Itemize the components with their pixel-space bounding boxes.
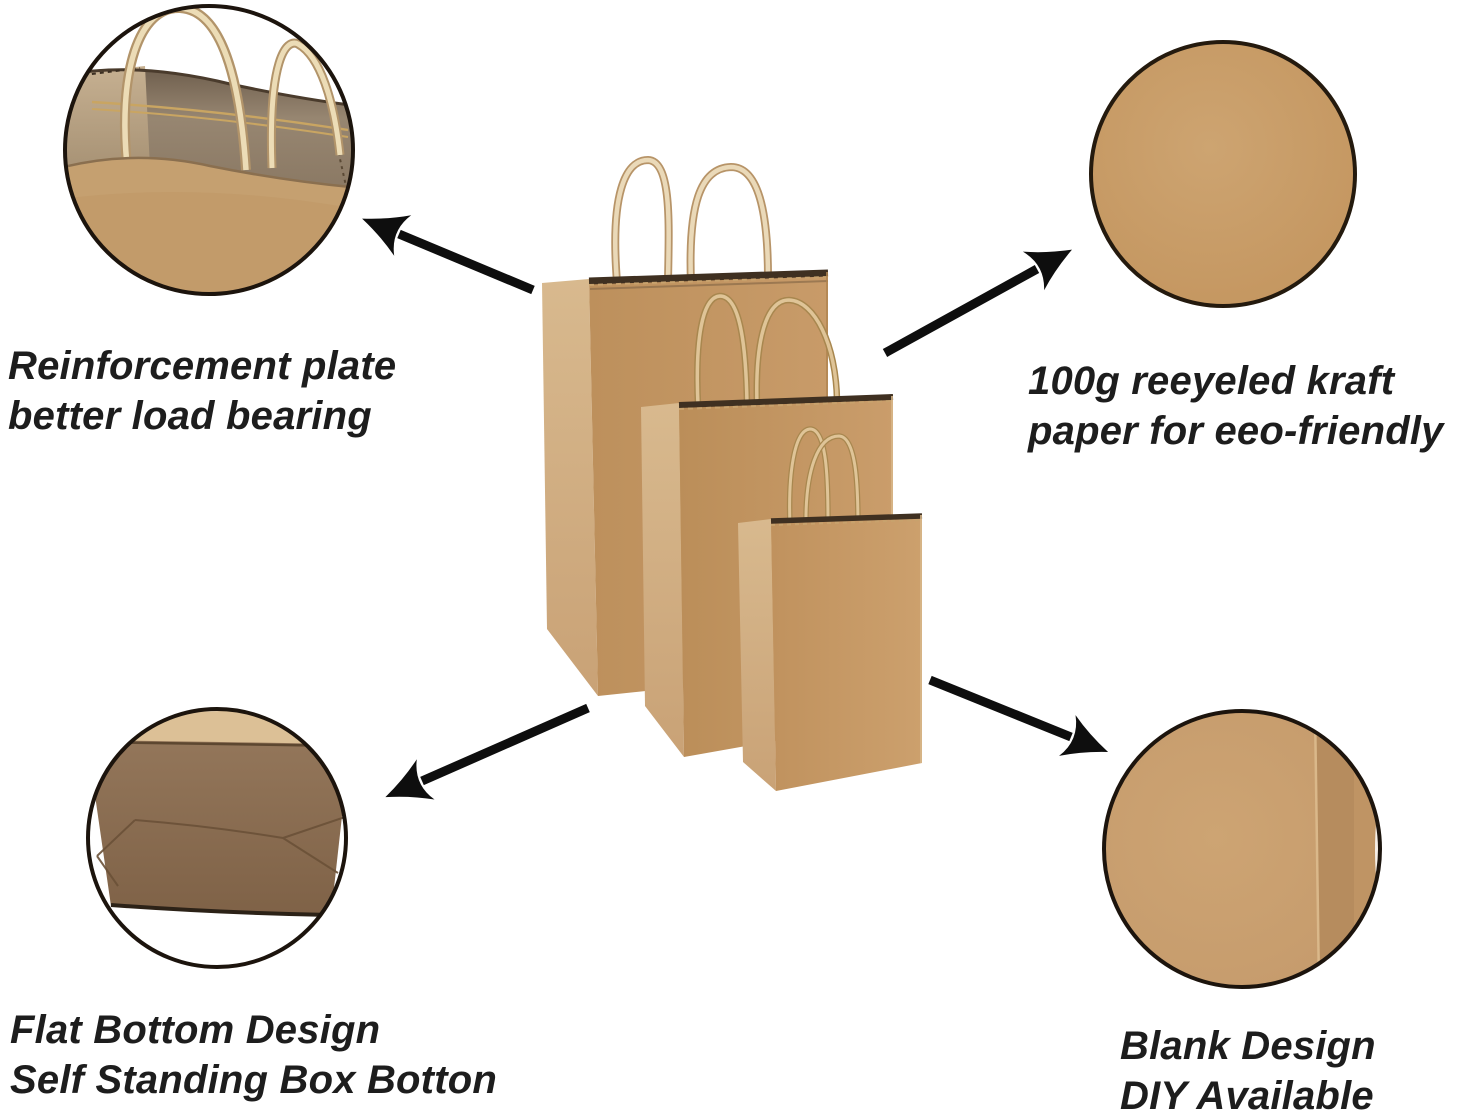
feature-line: Reinforcement plate (8, 344, 397, 388)
bag-large-side (542, 279, 598, 696)
arrow-to-blank-side-circle (928, 675, 1109, 756)
bag-small-side (738, 519, 776, 791)
callout-arrows (362, 215, 1109, 800)
fold-creases (96, 815, 346, 887)
feature-line: Self Standing Box Botton (10, 1058, 497, 1102)
bag-small-front (771, 514, 922, 791)
feature-line: DIY Available (1120, 1074, 1374, 1116)
circle-border (1089, 40, 1357, 308)
arrow-to-flat-bottom-circle (385, 703, 590, 800)
callout-circle-reinforcement-plate (63, 4, 355, 296)
feature-line: paper for eeo-friendly (1028, 409, 1444, 453)
callout-circle-kraft-paper (1089, 40, 1357, 308)
feature-line: 100g reeyeled kraft (1028, 359, 1395, 403)
bag-medium-side (641, 403, 684, 757)
feature-label-flat-bottom: Flat Bottom Design Self Standing Box Bot… (10, 1005, 497, 1105)
feature-line: better load bearing (8, 394, 372, 438)
bag-large-handles (611, 155, 772, 284)
arrow-to-reinforcement-circle (362, 215, 535, 295)
feature-line: Flat Bottom Design (10, 1008, 381, 1052)
bag-medium-handles (694, 292, 841, 406)
bag-small (738, 426, 923, 791)
product-photo-bags (542, 155, 923, 791)
circle-border (86, 707, 348, 969)
callout-circle-flat-bottom (86, 707, 348, 969)
feature-label-recycled-paper: 100g reeyeled kraft paper for eeo-friend… (1028, 356, 1444, 456)
callout-circle-blank-side (1102, 709, 1382, 989)
feature-label-blank-design: Blank Design DIY Available (1120, 1021, 1376, 1116)
bag-small-handles (786, 426, 861, 529)
circle-border (1102, 709, 1382, 989)
circle-border (63, 4, 355, 296)
arrow-to-kraft-paper-circle (882, 249, 1073, 357)
feature-label-reinforcement-plate: Reinforcement plate better load bearing (8, 341, 396, 441)
feature-line: Blank Design (1120, 1024, 1376, 1068)
